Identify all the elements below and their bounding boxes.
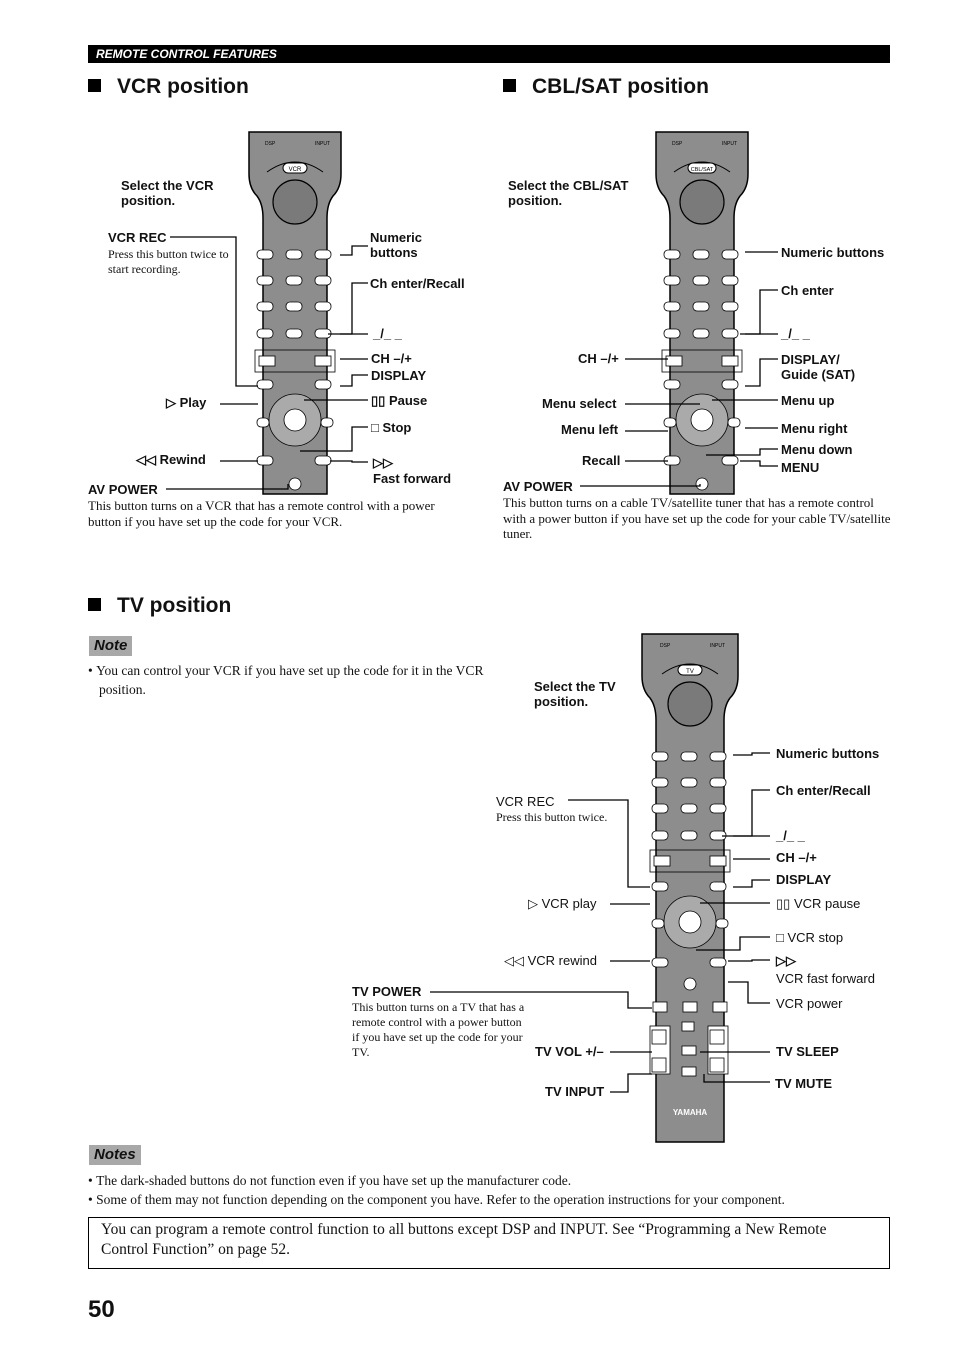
- vcr-play-label: ▷ Play: [166, 395, 207, 410]
- tv-remote-illustration: TV DSP INPUT YAMAHA: [641, 633, 739, 1143]
- rewind-icon: ◁◁: [504, 953, 524, 968]
- cbl-select-label: Select the CBL/SAT position.: [508, 178, 629, 208]
- cbl-menu-left-label: Menu left: [561, 422, 619, 437]
- rewind-icon: ◁◁: [136, 452, 156, 467]
- section-bullet-icon: [503, 79, 516, 92]
- notes-item: • The dark-shaded buttons do not functio…: [88, 1173, 572, 1188]
- svg-text:DSP: DSP: [660, 643, 671, 649]
- tv-vol-label: TV VOL +/–: [535, 1044, 604, 1059]
- fast-forward-icon: ▷▷: [373, 455, 393, 470]
- cbl-av-power-description: This button turns on a cable TV/satellit…: [503, 495, 891, 541]
- svg-text:INPUT: INPUT: [315, 141, 330, 147]
- tv-vcr-rewind-label: ◁◁ VCR rewind: [504, 953, 597, 968]
- svg-text:TV: TV: [686, 669, 694, 675]
- tv-vcr-rec-label: VCR REC: [496, 794, 555, 809]
- tv-power-label: TV POWER: [352, 984, 422, 999]
- tv-numeric-label: Numeric buttons: [776, 746, 880, 761]
- info-box: You can program a remote control functio…: [88, 1217, 890, 1269]
- svg-text:DSP: DSP: [672, 141, 683, 147]
- tv-select-label: Select the TV position.: [534, 679, 616, 709]
- pause-icon: ▯▯: [371, 393, 386, 408]
- tv-vcr-pause-label: ▯▯ VCR pause: [776, 896, 861, 911]
- cbl-menu-right-label: Menu right: [781, 421, 848, 436]
- cbl-ch-label: CH –/+: [578, 351, 619, 366]
- vcr-select-label: Select the VCR position.: [121, 178, 214, 208]
- svg-text:INPUT: INPUT: [722, 141, 737, 147]
- tv-power-description: This button turns on a TV that has a rem…: [352, 1000, 525, 1059]
- vcr-rec-description: Press this button twice to start recordi…: [108, 247, 229, 276]
- svg-text:INPUT: INPUT: [710, 643, 725, 649]
- cbl-ch-enter-label: Ch enter: [781, 283, 834, 298]
- vcr-remote-illustration: VCR DSP INPUT: [248, 131, 342, 495]
- vcr-rewind-label: ◁◁ Rewind: [136, 452, 206, 467]
- vcr-ch-enter-label: Ch enter/Recall: [370, 276, 465, 291]
- note-item: • You can control your VCR if you have s…: [88, 663, 484, 697]
- tv-ch-label: CH –/+: [776, 850, 817, 865]
- cbl-display-label: DISPLAY/ Guide (SAT): [781, 352, 856, 382]
- cbl-menu-label: MENU: [781, 460, 820, 475]
- cbl-numeric-label: Numeric buttons: [781, 245, 885, 260]
- svg-text:VCR: VCR: [289, 167, 302, 173]
- tv-ch-enter-label: Ch enter/Recall: [776, 783, 871, 798]
- tv-vcr-stop-label: □ VCR stop: [776, 930, 844, 945]
- section-header-label: REMOTE CONTROL FEATURES: [96, 47, 277, 61]
- play-icon: ▷: [166, 395, 176, 410]
- notes-header: Notes: [89, 1145, 141, 1165]
- play-icon: ▷: [528, 896, 538, 911]
- cbl-menu-down-label: Menu down: [781, 442, 853, 457]
- cbl-menu-select-label: Menu select: [542, 396, 617, 411]
- pause-icon: ▯▯: [776, 896, 791, 911]
- vcr-pause-label: ▯▯ Pause: [371, 393, 428, 408]
- section-bullet-icon: [88, 598, 101, 611]
- tv-dash-label: _/_ _: [776, 828, 805, 843]
- section-bullet-icon: [88, 79, 101, 92]
- vcr-rec-label: VCR REC: [108, 230, 167, 245]
- note-header: Note: [89, 636, 133, 656]
- section-header-bar: REMOTE CONTROL FEATURES: [88, 45, 890, 63]
- page-number: 50: [88, 1296, 115, 1323]
- svg-text:YAMAHA: YAMAHA: [673, 1108, 708, 1117]
- vcr-ch-label: CH –/+: [371, 351, 412, 366]
- vcr-section-title: VCR position: [88, 75, 249, 99]
- tv-mute-label: TV MUTE: [775, 1076, 833, 1091]
- cbl-menu-up-label: Menu up: [781, 393, 835, 408]
- tv-section-title: TV position: [88, 594, 231, 618]
- cbl-dash-label: _/_ _: [781, 326, 810, 341]
- cbl-section-title: CBL/SAT position: [503, 75, 709, 99]
- stop-icon: □: [776, 930, 784, 945]
- vcr-av-power-description: This button turns on a VCR that has a re…: [88, 498, 435, 529]
- tv-vcr-rec-description: Press this button twice.: [496, 810, 608, 824]
- vcr-numeric-label: Numeric buttons: [370, 230, 423, 260]
- vcr-display-label: DISPLAY: [371, 368, 427, 383]
- notes-item: • Some of them may not function dependin…: [88, 1192, 785, 1207]
- tv-display-label: DISPLAY: [776, 872, 832, 887]
- tv-input-label: TV INPUT: [545, 1084, 605, 1099]
- svg-text:DSP: DSP: [265, 141, 276, 147]
- tv-vcr-ff-label: VCR fast forward: [776, 971, 875, 986]
- fast-forward-icon: ▷▷: [776, 953, 796, 968]
- svg-text:CBL/SAT: CBL/SAT: [691, 167, 714, 173]
- tv-vcr-play-label: ▷ VCR play: [528, 896, 597, 911]
- vcr-ff-label: Fast forward: [373, 471, 452, 486]
- vcr-stop-label: □ Stop: [371, 420, 412, 435]
- vcr-dash-label: _/_ _: [373, 326, 402, 341]
- vcr-av-power-label: AV POWER: [88, 482, 158, 497]
- tv-sleep-label: TV SLEEP: [776, 1044, 839, 1059]
- stop-icon: □: [371, 420, 379, 435]
- cbl-av-power-label: AV POWER: [503, 479, 573, 494]
- tv-vcr-power-label: VCR power: [776, 996, 843, 1011]
- cbl-recall-label: Recall: [582, 453, 621, 468]
